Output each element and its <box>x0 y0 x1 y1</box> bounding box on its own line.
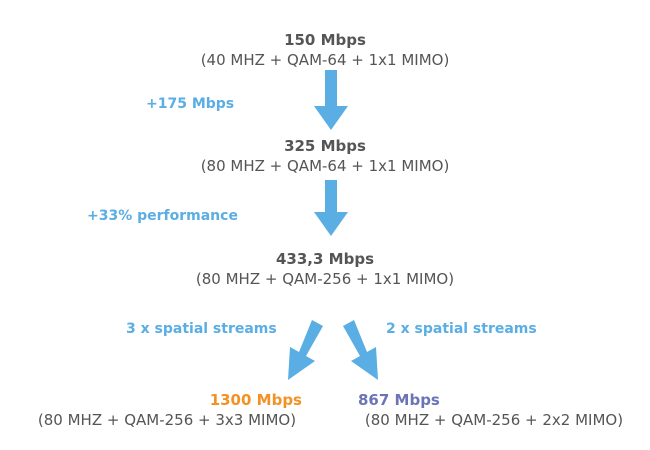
down-arrow-icon <box>314 180 348 236</box>
rate-label-2x2: 867 Mbps <box>358 391 440 409</box>
down-arrow-shape <box>314 180 348 236</box>
rate-label: 325 Mbps <box>284 137 366 155</box>
node-150-mbps: 150 Mbps (40 MHZ + QAM-64 + 1x1 MIMO) <box>180 30 470 70</box>
down-arrow-icon <box>314 70 348 130</box>
rate-label: 433,3 Mbps <box>276 250 374 268</box>
node-325-mbps: 325 Mbps (80 MHZ + QAM-64 + 1x1 MIMO) <box>180 136 470 176</box>
node-867-mbps: 867 Mbps (80 MHZ + QAM-256 + 2x2 MIMO) <box>348 390 640 430</box>
step-label-2x-streams: 2 x spatial streams <box>386 321 537 337</box>
node-433-mbps: 433,3 Mbps (80 MHZ + QAM-256 + 1x1 MIMO) <box>170 249 480 289</box>
node-1300-mbps: 1300 Mbps (80 MHZ + QAM-256 + 3x3 MIMO) <box>22 390 312 430</box>
spec-label: (80 MHZ + QAM-256 + 2x2 MIMO) <box>364 411 624 429</box>
down-arrow-shape <box>314 70 348 130</box>
rate-label-3x3: 1300 Mbps <box>209 391 302 409</box>
step-label-175: +175 Mbps <box>146 96 235 112</box>
step-label-33-percent: +33% performance <box>87 208 238 224</box>
diagonal-arrow-right-icon <box>343 320 378 380</box>
spec-label: (40 MHZ + QAM-64 + 1x1 MIMO) <box>200 51 450 69</box>
rate-label: 150 Mbps <box>284 31 366 49</box>
diagonal-arrow-shape <box>343 320 378 380</box>
spec-label: (80 MHZ + QAM-256 + 1x1 MIMO) <box>195 270 455 288</box>
step-label-3x-streams: 3 x spatial streams <box>126 321 277 337</box>
diagonal-arrow-shape <box>288 320 323 380</box>
spec-label: (80 MHZ + QAM-256 + 3x3 MIMO) <box>37 411 297 429</box>
spec-label: (80 MHZ + QAM-64 + 1x1 MIMO) <box>200 157 450 175</box>
diagonal-arrow-left-icon <box>288 320 323 380</box>
